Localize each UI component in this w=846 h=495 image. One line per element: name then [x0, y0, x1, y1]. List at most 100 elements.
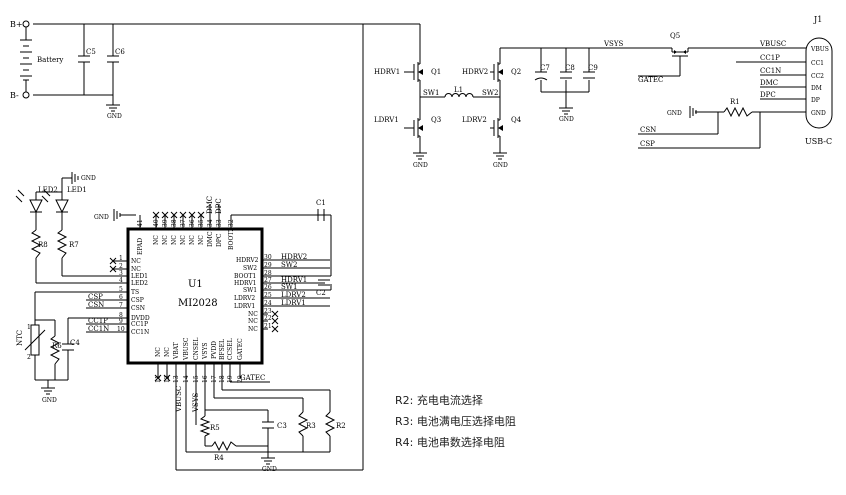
- inductor-l1: [444, 93, 474, 98]
- ntc-pin1: 1: [27, 324, 31, 331]
- resistor-r4: [211, 440, 237, 452]
- b-plus-label: B+: [10, 20, 23, 29]
- ldrv2-net-label: LDRV2: [462, 116, 487, 124]
- pin-3-num: 3: [119, 270, 123, 277]
- ldrv1-net-label: LDRV1: [374, 116, 399, 124]
- pin-14-name: VBUSC: [183, 337, 190, 361]
- gnd-label-caps: GND: [559, 116, 574, 123]
- pin-23-name: NC: [248, 311, 258, 318]
- pin-5-name: TS: [131, 289, 139, 296]
- pin-17-num: 17: [211, 375, 218, 383]
- csp-ic-net-label: CSP: [88, 293, 103, 301]
- vsys-ic-net-label: VSYS: [192, 393, 200, 413]
- ic-bottom-pins: NC 11 NC 12 VBAT 13 VBUSC 14 CNSEL 15 VS…: [155, 337, 244, 383]
- pin-34-num: 34: [207, 219, 214, 227]
- cc1n-net-label: CC1N: [760, 67, 781, 75]
- pin-15-num: 15: [193, 375, 200, 383]
- pin-3-name: LED1: [131, 273, 148, 280]
- usb-pin-dm: DM: [811, 85, 822, 92]
- gnd-symbol-usb: [689, 106, 697, 118]
- pin-24-name: LDRV1: [234, 303, 255, 310]
- pin-17-name: PVDD: [211, 341, 218, 359]
- resistor-r3: [297, 411, 309, 437]
- power-gnd-symbols: [413, 71, 595, 160]
- pin-13-name: VBAT: [173, 342, 180, 360]
- r4-label: R4: [214, 454, 224, 462]
- pin-4-name: LED2: [131, 280, 148, 287]
- pin-24-num: 24: [264, 300, 272, 307]
- pin-25-name: LDRV2: [234, 295, 255, 302]
- ntc-label: NTC: [16, 330, 24, 346]
- pin-16-num: 16: [202, 375, 209, 383]
- pin-33-num: 33: [216, 219, 223, 227]
- pin-41-name: EPAD: [137, 238, 144, 255]
- c8-label: C8: [565, 64, 575, 72]
- pin-12-name: NC: [164, 347, 171, 357]
- vbusc-net-label: VBUSC: [759, 40, 786, 48]
- c6-label: C6: [115, 48, 125, 56]
- pin-26-num: 26: [264, 284, 272, 291]
- csn-net-label-usb: CSN: [640, 126, 656, 134]
- gnd-label-led: GND: [81, 175, 96, 182]
- pin-9-num: 9: [119, 318, 123, 325]
- gnd-label-epad: GND: [94, 214, 109, 221]
- pin-7-num: 7: [119, 302, 123, 309]
- pin-39-name: NC: [162, 235, 169, 245]
- gnd-symbol-ntc: [41, 387, 55, 395]
- pin-6-name: CSP: [131, 297, 144, 304]
- pin-37-name: NC: [180, 235, 187, 245]
- pin-11-num: 11: [155, 375, 162, 383]
- b-minus-label: B-: [10, 91, 19, 100]
- pin-19-num: 19: [227, 375, 234, 383]
- capacitor-c2: [318, 279, 330, 286]
- pin-22-num: 22: [264, 315, 272, 322]
- battery-label: Battery: [37, 56, 63, 64]
- usb-c-connector: [805, 37, 833, 129]
- resistor-r6: [49, 335, 61, 365]
- ic-left-pins: 1 NC 2 NC 3 LED1 4 LED2 5 TS 6 CSP 7 CSN…: [117, 255, 150, 336]
- capacitor-c1: [317, 209, 325, 221]
- r6-label: R6: [52, 342, 62, 350]
- ldrv1-ic-net-label: LDRV1: [281, 299, 306, 307]
- led1-label: LED1: [67, 186, 87, 194]
- pin-21-name: NC: [248, 326, 258, 333]
- capacitor-c3: [262, 421, 274, 429]
- pin-36-name: NC: [189, 235, 196, 245]
- hdrv2-net-label: HDRV2: [462, 68, 488, 76]
- hdrv2-ic-net-label: HDRV2: [281, 253, 307, 261]
- ntc-thermistor: [24, 320, 46, 360]
- pin-41-num: 41: [137, 219, 144, 227]
- pin-18-num: 18: [219, 375, 226, 383]
- ntc-pin2: 2: [27, 354, 31, 361]
- q1-label: Q1: [431, 68, 441, 76]
- note-r3: R3: 电池满电压选择电阻: [395, 415, 516, 428]
- pin-29-num: 29: [264, 262, 272, 269]
- vbusc-ic-net-label: VBUSC: [175, 386, 183, 413]
- q3-label: Q3: [431, 116, 441, 124]
- q5-label: Q5: [670, 32, 680, 40]
- pin-38-name: NC: [171, 235, 178, 245]
- gnd-label-battery: GND: [107, 113, 122, 120]
- pin-20-num: 20: [237, 375, 244, 383]
- gnd-label-q4: GND: [493, 162, 508, 169]
- c9-label: C9: [588, 64, 598, 72]
- mosfet-q1: [404, 58, 423, 86]
- pin-15-name: CNSEL: [193, 338, 200, 360]
- usb-pin-dp: DP: [811, 97, 820, 104]
- c4-label: C4: [70, 339, 80, 347]
- pin-1-num: 1: [119, 255, 123, 262]
- r7-label: R7: [69, 241, 79, 249]
- usb-pin-cc1: CC1: [811, 60, 824, 67]
- gnd-symbol-epad: [113, 209, 121, 221]
- pin-39-num: 39: [162, 219, 169, 227]
- csp-net-label-usb: CSP: [640, 140, 655, 148]
- resistor-r5: [199, 415, 211, 437]
- resistor-r2: [324, 411, 336, 437]
- c1-label: C1: [316, 199, 326, 207]
- pin-13-num: 13: [173, 375, 180, 383]
- led-group: [15, 172, 79, 214]
- pin-25-num: 25: [264, 292, 272, 299]
- pin-14-num: 14: [183, 375, 190, 383]
- pin-6-num: 6: [119, 294, 123, 301]
- ic-u1: [126, 227, 264, 365]
